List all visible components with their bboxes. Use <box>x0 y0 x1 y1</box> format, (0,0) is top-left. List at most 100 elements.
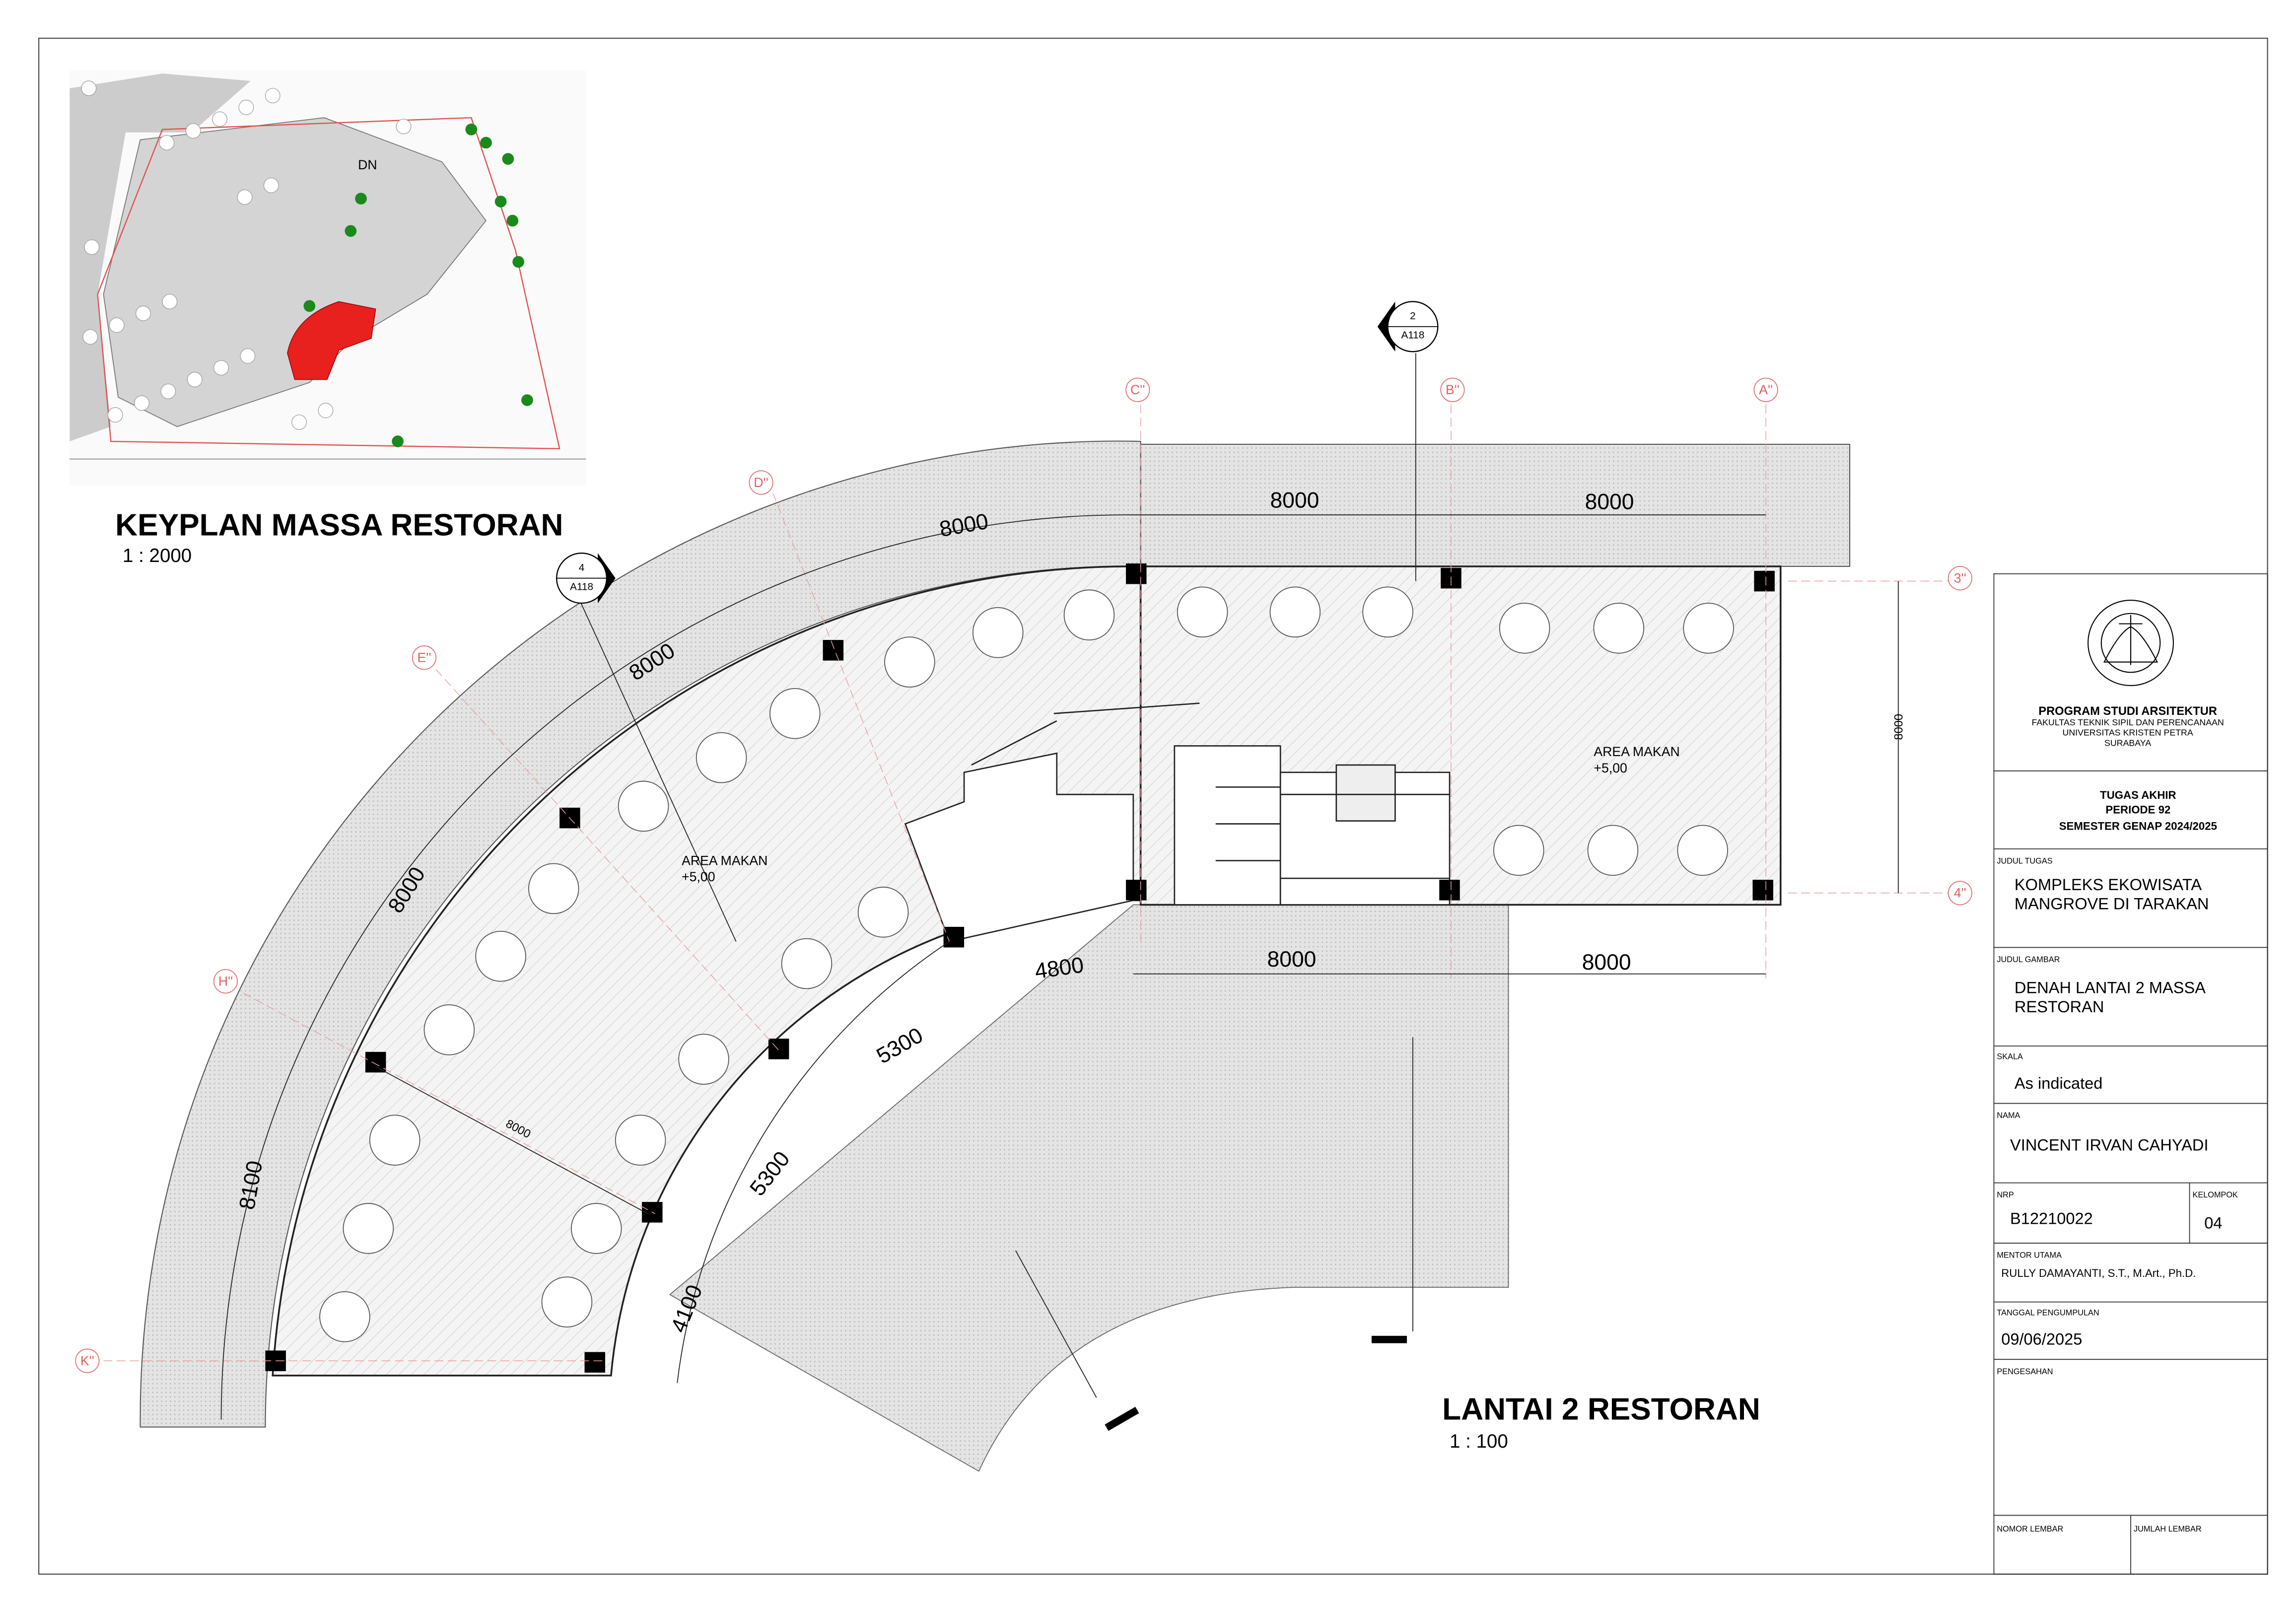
grid-label: D'' <box>754 475 768 490</box>
keyplan-title: KEYPLAN MASSA RESTORAN <box>115 508 563 543</box>
nrp-label: NRP <box>1997 1190 2014 1199</box>
structural-column <box>365 1051 386 1073</box>
tree-canopy-icon <box>291 415 307 430</box>
tree-icon <box>494 196 507 208</box>
section-cut-mark <box>1105 1406 1139 1431</box>
jumlah-lembar-label: JUMLAH LEMBAR <box>2134 1525 2202 1534</box>
plan-scale: 1 : 100 <box>1450 1431 1508 1452</box>
keyplan: DN KEYPLAN MASSA RESTORAN 1 : 2000 <box>70 70 586 566</box>
university-name: UNIVERSITAS KRISTEN PETRA <box>2063 728 2193 738</box>
floor-plan: C''B''A''D''E''H''K''3''4'' 8000 8000 80… <box>75 301 1972 1472</box>
tree-canopy-icon <box>160 383 176 399</box>
structural-column <box>768 1039 789 1059</box>
structural-column <box>1126 563 1147 584</box>
tree-canopy-icon <box>396 119 412 135</box>
dining-table <box>615 1115 666 1166</box>
dining-table <box>1269 586 1321 638</box>
curved-walkway <box>139 440 1141 1428</box>
dining-table <box>423 1004 475 1055</box>
structural-column <box>943 926 965 948</box>
dining-table <box>1493 825 1544 876</box>
section-marker-2: 2 A118 <box>1377 301 1439 352</box>
judul-gambar: RESTORAN <box>2015 997 2104 1016</box>
skala-label: SKALA <box>1997 1052 2023 1061</box>
tree-icon <box>303 300 316 312</box>
dim-inner-1: 5300 <box>872 1023 927 1069</box>
svg-text:4: 4 <box>579 562 585 573</box>
grid-label: K'' <box>80 1353 94 1368</box>
svg-text:2: 2 <box>1410 310 1416 322</box>
keyplan-site-boundary <box>97 117 560 450</box>
nama-label: NAMA <box>1997 1111 2020 1120</box>
tree-icon <box>465 123 478 136</box>
grid-label: H'' <box>218 974 233 988</box>
tree-canopy-icon <box>82 329 98 345</box>
dining-table <box>1677 825 1728 876</box>
room-label-area-makan: AREA MAKAN <box>682 853 767 868</box>
structural-column <box>584 1352 606 1373</box>
straight-walkway <box>1140 443 1851 567</box>
svg-text:A118: A118 <box>570 581 593 592</box>
grid-label: B'' <box>1446 382 1460 397</box>
city: SURABAYA <box>2104 738 2151 748</box>
dining-table <box>1587 825 1639 876</box>
tree-canopy-icon <box>213 360 229 376</box>
dining-table <box>475 930 526 982</box>
structural-column <box>1754 570 1775 592</box>
judul-tugas: MANGROVE DI TARAKAN <box>2015 894 2209 912</box>
tugas-line: TUGAS AKHIR <box>2100 789 2176 801</box>
faculty-name: FAKULTAS TEKNIK SIPIL DAN PERENCANAAN <box>2031 717 2224 727</box>
dim-top-2: 8000 <box>1270 488 1319 512</box>
dim-bottom-2: 8000 <box>1267 947 1317 972</box>
judul-tugas: KOMPLEKS EKOWISATA <box>2015 875 2202 894</box>
tree-canopy-icon <box>185 123 201 139</box>
structural-column <box>1126 880 1147 901</box>
tugas-line: SEMESTER GENAP 2024/2025 <box>2059 820 2217 832</box>
section-marker-4: 4 A118 <box>556 553 616 604</box>
tree-canopy-icon <box>187 372 203 387</box>
tree-canopy-icon <box>263 177 279 193</box>
nama-value: VINCENT IRVAN CAHYADI <box>2010 1135 2208 1154</box>
tree-icon <box>345 225 357 237</box>
room-level: +5,00 <box>1594 761 1627 775</box>
dining-table <box>1593 603 1645 654</box>
dining-table <box>369 1115 420 1166</box>
section-cut-mark <box>1371 1335 1407 1343</box>
grid-bubble <box>412 645 437 670</box>
tree-icon <box>512 256 525 268</box>
dining-table <box>769 688 821 739</box>
room-label-area-makan: AREA MAKAN <box>1594 744 1679 759</box>
tree-canopy-icon <box>159 135 175 150</box>
dining-table <box>1362 586 1413 638</box>
nrp-value: B12210022 <box>2010 1209 2093 1228</box>
dining-table <box>857 887 909 938</box>
program-name: PROGRAM STUDI ARSITEKTUR <box>2038 705 2217 718</box>
skala-value: As indicated <box>2015 1074 2102 1092</box>
keyplan-ground <box>70 73 251 442</box>
grid-bubble <box>1125 377 1150 402</box>
structural-column <box>1752 880 1773 901</box>
keyplan-restaurant-highlight <box>287 301 376 380</box>
grid-label: A'' <box>1759 382 1773 397</box>
judul-gambar-label: JUDUL GAMBAR <box>1997 955 2060 964</box>
grid-bubble <box>1440 377 1465 402</box>
dining-table <box>618 780 669 832</box>
tree-canopy-icon <box>240 348 256 364</box>
tanggal-label: TANGGAL PENGUMPULAN <box>1997 1308 2099 1317</box>
room-level: +5,00 <box>682 869 715 884</box>
tree-canopy-icon <box>81 80 97 96</box>
kelompok-label: KELOMPOK <box>2193 1190 2238 1199</box>
kelompok-value: 04 <box>2204 1213 2222 1232</box>
tree-canopy-icon <box>84 239 100 255</box>
dining-table <box>1063 589 1115 640</box>
tree-canopy-icon <box>134 395 149 411</box>
title-block <box>1993 573 2268 1575</box>
dining-table <box>319 1291 370 1342</box>
grid-label: 4'' <box>1954 886 1966 901</box>
judul-gambar: DENAH LANTAI 2 MASSA <box>2015 978 2206 996</box>
service-core <box>904 702 1451 943</box>
tree-canopy-icon <box>212 111 228 127</box>
grid-label: 3'' <box>1954 571 1966 586</box>
tree-canopy-icon <box>265 88 280 104</box>
dim-bottom-3: 8000 <box>1582 950 1631 975</box>
